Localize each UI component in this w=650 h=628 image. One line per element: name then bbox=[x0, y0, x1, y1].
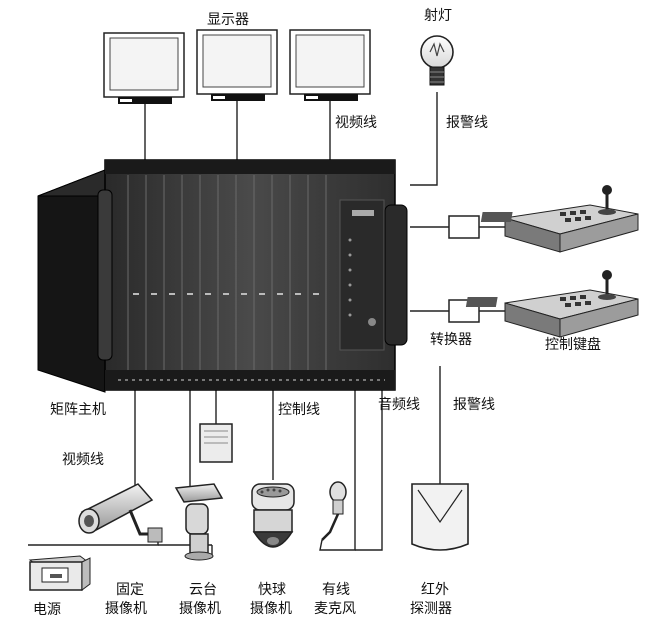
label-video-line-bottom: 视频线 bbox=[62, 452, 104, 468]
label-pan-tilt-camera-1: 云台 bbox=[189, 582, 217, 598]
label-wired-mic-1: 有线 bbox=[322, 582, 350, 598]
label-spotlight: 射灯 bbox=[424, 8, 452, 24]
label-fixed-camera-2: 摄像机 bbox=[105, 601, 147, 617]
label-converter: 转换器 bbox=[430, 331, 472, 348]
label-matrix-host: 矩阵主机 bbox=[50, 402, 106, 418]
matrix-host-rack bbox=[37, 159, 408, 393]
rack-cards bbox=[127, 175, 327, 370]
spotlight-icon bbox=[420, 35, 454, 86]
label-fixed-camera-1: 固定 bbox=[116, 582, 144, 598]
wire-spotlight bbox=[410, 92, 438, 186]
monitor-1 bbox=[103, 32, 185, 104]
converter-box-1 bbox=[448, 215, 480, 239]
label-control-keyboard: 控制键盘 bbox=[545, 336, 601, 353]
label-audio-line: 音频线 bbox=[378, 396, 420, 413]
label-control-line: 控制线 bbox=[278, 402, 320, 418]
wire-microphone bbox=[319, 380, 356, 551]
monitor-2 bbox=[196, 29, 278, 101]
wire-audio bbox=[355, 366, 383, 551]
label-monitor: 显示器 bbox=[207, 12, 249, 28]
pan-tilt-camera-icon bbox=[174, 483, 224, 561]
rack-leds bbox=[133, 293, 319, 295]
labels: 显示器 射灯 视频线 报警线 转换器 控制键盘 矩阵主机 视频线 控制线 音频线… bbox=[33, 8, 601, 618]
label-power: 电源 bbox=[33, 602, 61, 618]
power-supply-icon bbox=[28, 555, 91, 591]
label-alarm-line-top: 报警线 bbox=[446, 115, 488, 131]
label-wired-mic-2: 麦克风 bbox=[314, 601, 356, 617]
label-alarm-line-bottom: 报警线 bbox=[453, 397, 495, 413]
speed-dome-icon bbox=[251, 483, 295, 548]
control-keyboard-1 bbox=[480, 185, 639, 253]
label-speed-dome-1: 快球 bbox=[258, 582, 286, 598]
label-infrared-detector-2: 探测器 bbox=[410, 601, 452, 617]
microphone-icon bbox=[321, 481, 347, 541]
wires bbox=[28, 92, 506, 555]
fixed-camera-icon bbox=[78, 483, 163, 543]
monitor-3 bbox=[289, 29, 371, 101]
label-pan-tilt-camera-2: 摄像机 bbox=[179, 601, 221, 617]
label-video-line-top: 视频线 bbox=[335, 115, 377, 131]
control-keyboard-2 bbox=[465, 270, 639, 338]
infrared-detector-icon bbox=[411, 483, 469, 551]
label-infrared-detector-1: 红外 bbox=[421, 582, 449, 598]
decoder-box bbox=[199, 423, 233, 463]
label-speed-dome-2: 摄像机 bbox=[250, 601, 292, 617]
